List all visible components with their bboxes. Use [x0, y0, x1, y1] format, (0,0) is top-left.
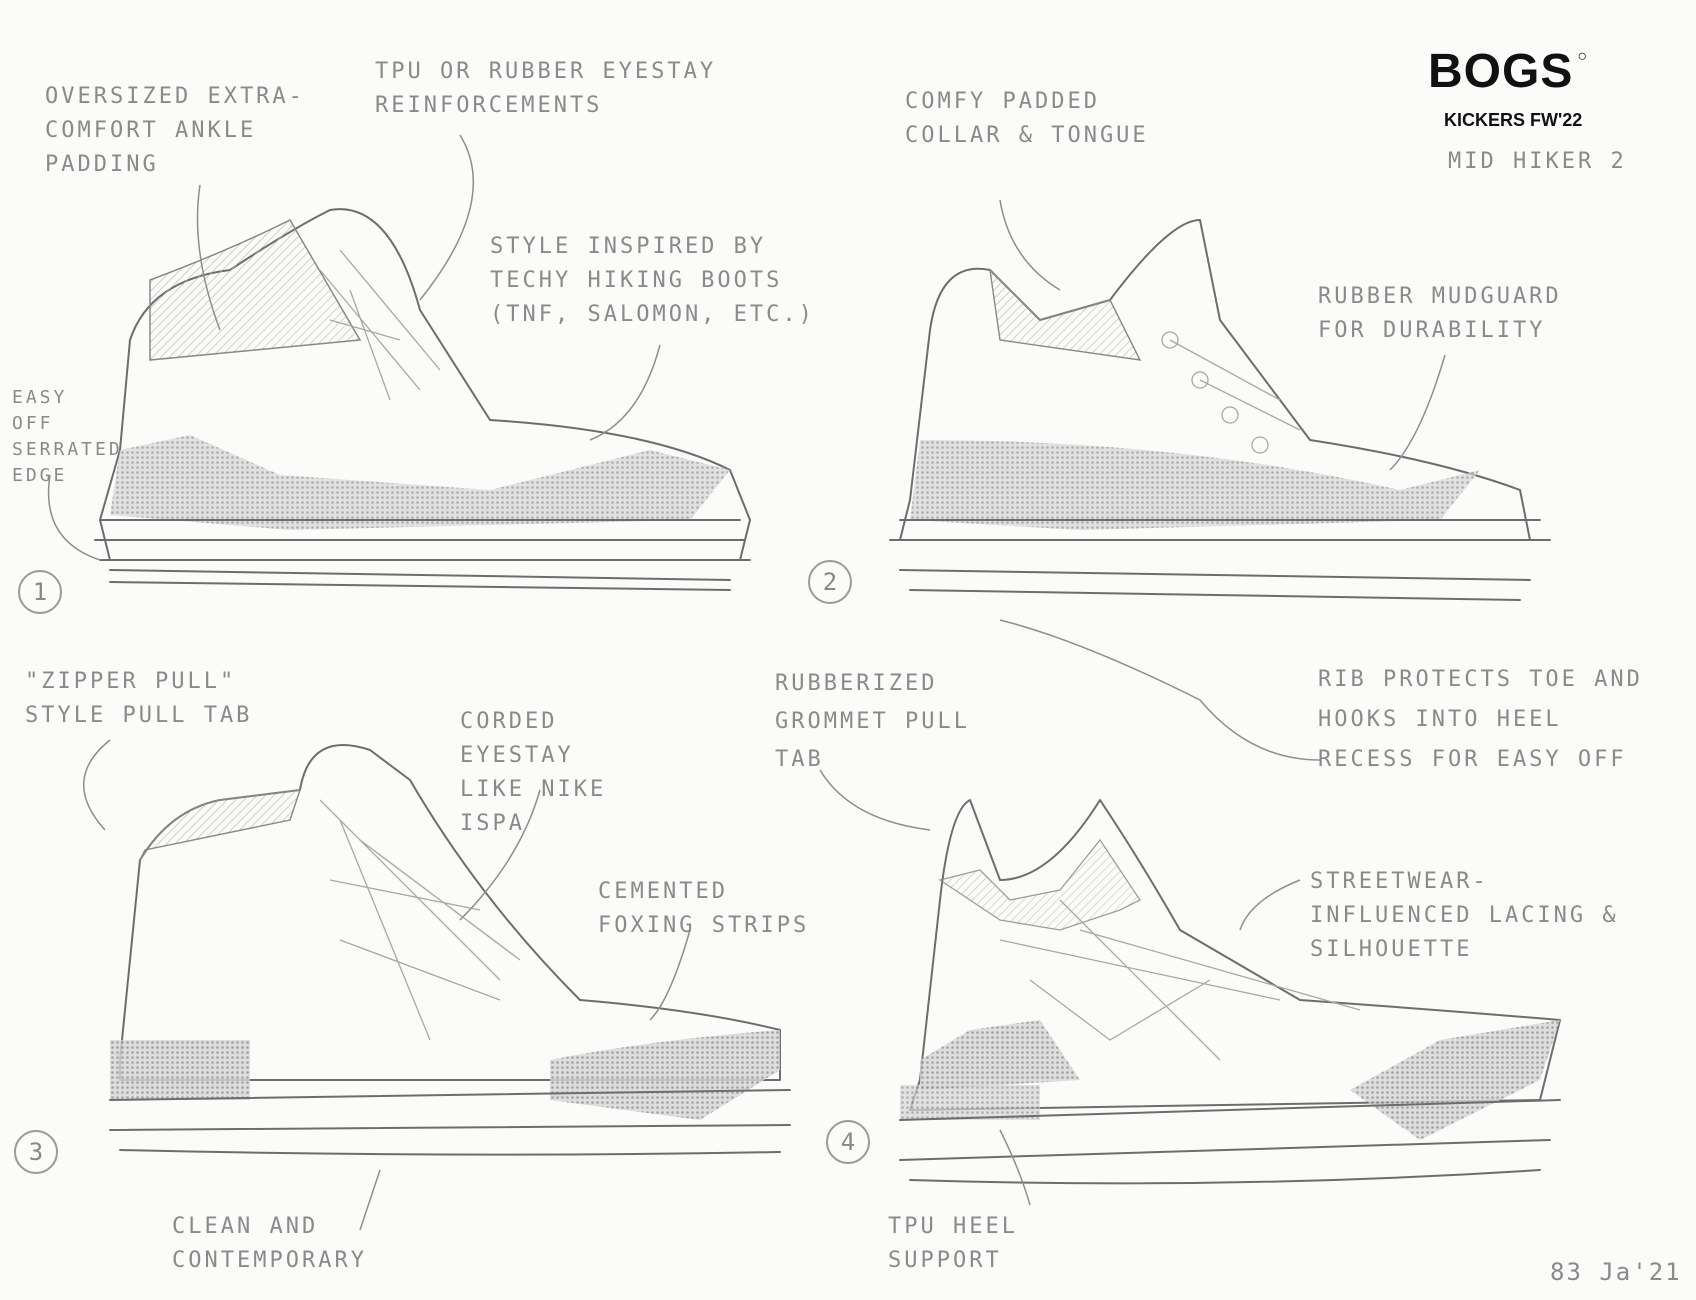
brand-name: BOGS [1428, 45, 1574, 98]
boot-sketch-4 [899, 799, 1561, 1185]
note-tpu-heel-support: TPU HEEL SUPPORT [888, 1214, 1018, 1273]
note-grommet-pull-tab: RUBBERIZED GROMMET PULL TAB [775, 671, 970, 772]
artist-signature: 83 Ja'21 [1550, 1258, 1682, 1286]
note-serrated-edge: EASY OFF SERRATED EDGE [12, 387, 123, 486]
note-ankle-padding: OVERSIZED EXTRA-COMFORT ANKLE PADDING [45, 84, 305, 177]
brand-logo: BOGS○ [1428, 44, 1588, 99]
registered-mark-icon: ○ [1577, 48, 1589, 65]
note-toe-rib: RIB PROTECTS TOE AND HOOKS INTO HEEL REC… [1318, 667, 1643, 772]
note-padded-collar: COMFY PADDED COLLAR & TONGUE [905, 89, 1149, 148]
note-zipper-pull-tab: "ZIPPER PULL" STYLE PULL TAB [25, 669, 253, 728]
concept-number-4: 4 [826, 1120, 870, 1164]
boot-sketch-2 [889, 219, 1551, 601]
model-name: MID HIKER 2 [1448, 149, 1627, 174]
concept-number-2: 2 [808, 560, 852, 604]
collection-title: KICKERS FW'22 [1444, 110, 1583, 130]
concept-number-1: 1 [18, 570, 62, 614]
concept-number-3: 3 [14, 1130, 58, 1174]
boot-sketch-1 [94, 208, 751, 591]
note-clean-contemporary: CLEAN AND CONTEMPORARY [172, 1214, 367, 1273]
note-corded-eyestay: CORDED EYESTAY LIKE NIKE ISPA [460, 709, 607, 836]
note-streetwear-lacing: STREETWEAR-INFLUENCED LACING & SILHOUETT… [1310, 869, 1619, 962]
note-mudguard: RUBBER MUDGUARD FOR DURABILITY [1318, 284, 1562, 343]
note-foxing-strips: CEMENTED FOXING STRIPS [598, 879, 810, 938]
note-eyestay-reinforcements: TPU OR RUBBER EYESTAY REINFORCEMENTS [375, 59, 717, 118]
note-techy-hiking-style: STYLE INSPIRED BY TECHY HIKING BOOTS (TN… [490, 234, 815, 327]
boot-sketch-3 [109, 744, 791, 1156]
